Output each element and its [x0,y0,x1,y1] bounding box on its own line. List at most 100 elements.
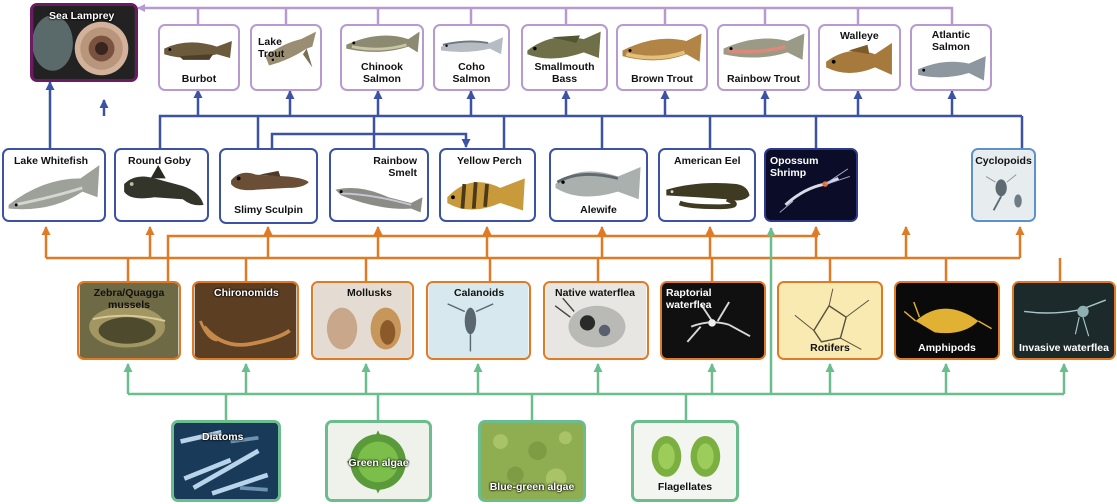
yellow-perch-image [447,178,525,211]
opossum-shrimp-image [766,150,856,220]
raptorial-waterflea-image [662,283,764,358]
chironomids-image [194,283,297,358]
amphipods-image [896,283,998,358]
node-green-algae: Green algae [325,420,432,502]
flagellates-image [634,423,736,499]
node-american-eel: American Eel [658,148,756,222]
node-rainbow-trout-label: Rainbow Trout [727,73,800,85]
node-mollusks-label: Mollusks [347,287,392,299]
chinook-salmon-image [346,31,420,53]
diatoms-image [175,423,277,499]
mollusks-image [313,283,412,358]
node-opossum-shrimp-label: Opossum Shrimp [770,155,819,179]
node-yellow-perch-label: Yellow Perch [457,155,522,167]
forage-to-predator-connectors [45,81,1024,148]
node-smallmouth-bass-label: Smallmouth Bass [534,61,595,85]
rotifers-image [779,283,881,358]
node-invasive-waterflea-label: Invasive waterflea [1019,342,1109,354]
node-round-goby-label: Round Goby [128,155,191,167]
node-calanoids-label: Calanoids [454,287,505,299]
node-raptorial-waterflea: Raptorial waterflea [660,281,766,360]
zebra-quagga-mussels-image [79,283,179,358]
node-alewife-label: Alewife [580,204,617,216]
node-cyclopoids-label: Cyclopoids [975,155,1032,167]
node-coho-salmon: Coho Salmon [433,24,510,91]
slimy-sculpin-image [231,170,309,191]
sea-lamprey-image [33,6,134,79]
node-atlantic-salmon: Atlantic Salmon [910,24,992,91]
node-flagellates-label: Flagellates [657,481,713,493]
node-flagellates: Flagellates [631,420,739,502]
node-rotifers-label: Rotifers [810,342,850,354]
node-chironomids: Chironomids [192,281,299,360]
walleye-image [826,42,892,75]
node-rotifers: Rotifers [777,281,883,360]
node-brown-trout-label: Brown Trout [631,73,693,85]
node-atlantic-salmon-label: Atlantic Salmon [931,29,971,53]
node-diatoms-label: Diatoms [202,431,244,443]
node-green-algae-label: Green algae [348,457,409,469]
smallmouth-bass-image [527,31,601,59]
node-zebra-quagga-mussels-label: Zebra/Quagga mussels [93,287,165,311]
node-walleye: Walleye [818,24,901,91]
node-coho-salmon-label: Coho Salmon [452,61,491,85]
node-chinook-salmon-label: Chinook Salmon [361,61,403,85]
node-walleye-label: Walleye [840,30,879,42]
node-slimy-sculpin: Slimy Sculpin [219,148,318,224]
calanoids-image [428,283,529,358]
node-alewife: Alewife [549,148,648,222]
node-mollusks: Mollusks [311,281,414,360]
node-sea-lamprey-label: Sea Lamprey [49,10,115,22]
invasive-waterflea-image [1014,283,1114,358]
round-goby-image [124,165,204,206]
brown-trout-image [622,33,702,62]
node-brown-trout: Brown Trout [616,24,708,91]
lake-trout-image [265,31,317,68]
alewife-image [555,167,641,200]
green-algae-image [328,423,429,499]
native-waterflea-image [545,283,647,358]
predator-to-lamprey-connector [137,4,954,24]
node-rainbow-smelt-label: Rainbow Smelt [373,155,417,179]
node-chironomids-label: Chironomids [214,287,279,299]
node-smallmouth-bass: Smallmouth Bass [521,24,608,91]
node-zebra-quagga-mussels: Zebra/Quagga mussels [77,281,181,360]
node-lake-whitefish-label: Lake Whitefish [14,155,89,167]
node-calanoids: Calanoids [426,281,531,360]
node-lake-trout: Lake Trout [250,24,322,91]
node-sea-lamprey: Sea Lamprey [30,3,138,82]
lake-whitefish-image [8,165,100,210]
node-amphipods: Amphipods [894,281,1000,360]
node-slimy-sculpin-label: Slimy Sculpin [234,204,303,216]
atlantic-salmon-image [918,56,986,81]
burbot-image [164,41,232,60]
node-burbot: Burbot [158,24,240,91]
node-rainbow-smelt: Rainbow Smelt [329,148,429,222]
rainbow-trout-image [723,33,805,60]
node-native-waterflea-label: Native waterflea [555,287,635,299]
cyclopoids-image [973,150,1034,220]
node-rainbow-trout: Rainbow Trout [717,24,810,91]
node-burbot-label: Burbot [181,73,217,85]
node-blue-green-algae-label: Blue-green algae [489,481,575,493]
phytoplankton-to-invertebrate-connectors [123,227,1069,420]
node-chinook-salmon: Chinook Salmon [340,24,424,91]
node-diatoms: Diatoms [171,420,281,502]
american-eel-image [666,182,750,210]
node-american-eel-label: American Eel [674,155,741,167]
node-opossum-shrimp: Opossum Shrimp [764,148,858,222]
node-cyclopoids: Cyclopoids [971,148,1036,222]
node-native-waterflea: Native waterflea [543,281,649,360]
node-blue-green-algae: Blue-green algae [478,420,586,502]
blue-green-algae-image [481,423,583,499]
node-round-goby: Round Goby [114,148,209,222]
node-raptorial-waterflea-label: Raptorial waterflea [666,287,712,311]
node-lake-trout-label: Lake Trout [258,36,285,60]
node-yellow-perch: Yellow Perch [439,148,536,222]
coho-salmon-image [440,37,503,55]
invertebrate-to-fish-connectors [41,226,1062,281]
rainbow-smelt-image [335,188,423,213]
node-lake-whitefish: Lake Whitefish [2,148,106,222]
